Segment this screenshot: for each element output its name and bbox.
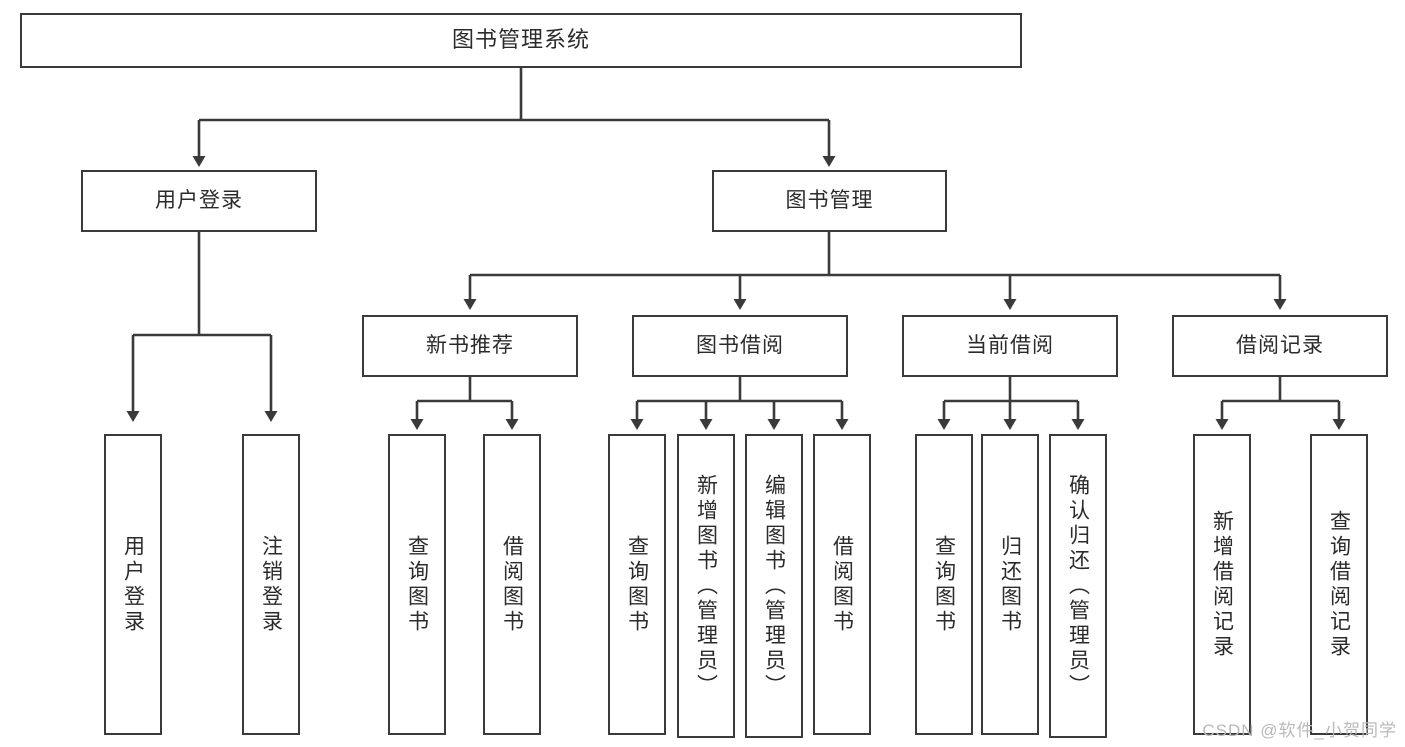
node-leaf-borrow-book-2[interactable]: 借阅图书 — [813, 434, 871, 735]
node-leaf-logout-login[interactable]: 注销登录 — [242, 434, 300, 735]
node-leaf-edit-book-admin-label: 编辑图书（管理员） — [762, 473, 786, 699]
node-root-label: 图书管理系统 — [451, 27, 590, 53]
node-leaf-query-book-3-label: 查询图书 — [932, 534, 956, 635]
node-leaf-add-borrow-record-label: 新增借阅记录 — [1210, 509, 1234, 660]
node-leaf-query-borrow-record[interactable]: 查询借阅记录 — [1310, 434, 1368, 735]
node-new-book-recommend-label: 新书推荐 — [426, 334, 514, 358]
node-leaf-query-book-2[interactable]: 查询图书 — [608, 434, 666, 735]
node-leaf-user-login-label: 用户登录 — [121, 534, 145, 635]
node-leaf-borrow-book-1[interactable]: 借阅图书 — [483, 434, 541, 735]
node-leaf-query-book-3[interactable]: 查询图书 — [915, 434, 973, 735]
node-leaf-logout-login-label: 注销登录 — [259, 534, 283, 635]
node-book-borrow-label: 图书借阅 — [696, 334, 784, 358]
node-leaf-user-login[interactable]: 用户登录 — [104, 434, 162, 735]
node-root[interactable]: 图书管理系统 — [20, 13, 1022, 68]
node-current-borrow-label: 当前借阅 — [966, 334, 1054, 358]
node-leaf-query-book-2-label: 查询图书 — [625, 534, 649, 635]
node-borrow-record[interactable]: 借阅记录 — [1172, 315, 1388, 377]
node-new-book-recommend[interactable]: 新书推荐 — [362, 315, 578, 377]
node-leaf-add-borrow-record[interactable]: 新增借阅记录 — [1193, 434, 1251, 735]
node-leaf-confirm-return-admin-label: 确认归还（管理员） — [1066, 473, 1090, 699]
node-leaf-add-book-admin[interactable]: 新增图书（管理员） — [677, 434, 735, 738]
node-leaf-add-book-admin-label: 新增图书（管理员） — [694, 473, 718, 699]
node-leaf-query-borrow-record-label: 查询借阅记录 — [1327, 509, 1351, 660]
node-leaf-borrow-book-1-label: 借阅图书 — [500, 534, 524, 635]
node-leaf-return-book[interactable]: 归还图书 — [981, 434, 1039, 735]
node-leaf-edit-book-admin[interactable]: 编辑图书（管理员） — [745, 434, 803, 738]
node-book-borrow[interactable]: 图书借阅 — [632, 315, 848, 377]
node-leaf-query-book-1[interactable]: 查询图书 — [388, 434, 446, 735]
node-leaf-confirm-return-admin[interactable]: 确认归还（管理员） — [1049, 434, 1107, 738]
watermark: CSDN @软件_小贺同学 — [1202, 721, 1397, 740]
node-user-login[interactable]: 用户登录 — [81, 170, 317, 232]
node-current-borrow[interactable]: 当前借阅 — [902, 315, 1118, 377]
node-book-management-label: 图书管理 — [785, 189, 874, 213]
node-leaf-borrow-book-2-label: 借阅图书 — [830, 534, 854, 635]
node-borrow-record-label: 借阅记录 — [1236, 334, 1324, 358]
node-user-login-label: 用户登录 — [155, 189, 243, 213]
node-leaf-return-book-label: 归还图书 — [998, 534, 1022, 635]
node-book-management[interactable]: 图书管理 — [712, 170, 947, 232]
node-leaf-query-book-1-label: 查询图书 — [405, 534, 429, 635]
